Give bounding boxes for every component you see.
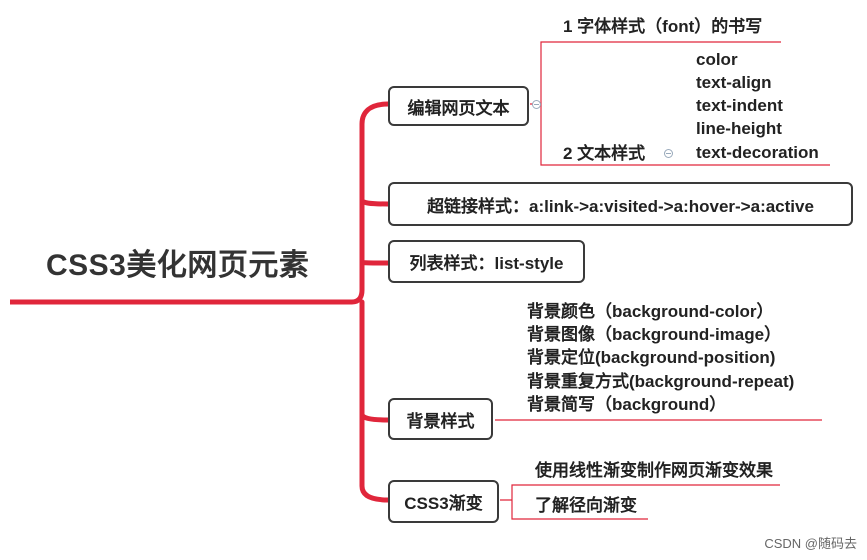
leaf-prop-text-align[interactable]: text-align xyxy=(696,73,772,92)
node-background-style[interactable]: 背景样式 xyxy=(388,398,493,440)
collapse-toggle-icon[interactable] xyxy=(532,100,541,109)
node-css3-gradient[interactable]: CSS3渐变 xyxy=(388,480,499,523)
leaf-bg-repeat[interactable]: 背景重复方式(background-repeat) xyxy=(527,372,795,391)
leaf-bg-color[interactable]: 背景颜色（background-color） xyxy=(527,302,774,321)
leaf-prop-color[interactable]: color xyxy=(696,50,738,69)
leaf-text-style[interactable]: 2 文本样式 xyxy=(563,144,646,163)
leaf-prop-text-indent[interactable]: text-indent xyxy=(696,96,783,115)
node-edit-text[interactable]: 编辑网页文本 xyxy=(388,86,529,126)
leaf-prop-text-decoration[interactable]: text-decoration xyxy=(696,143,819,162)
spine xyxy=(349,101,391,503)
leaf-prop-line-height[interactable]: line-height xyxy=(696,119,782,138)
leaf-bg-shorthand[interactable]: 背景简写（background） xyxy=(527,395,727,414)
watermark: CSDN @随码去 xyxy=(764,536,857,551)
root-topic[interactable]: CSS3美化网页元素 xyxy=(46,249,310,282)
leaf-font-shorthand[interactable]: 1 字体样式（font）的书写 xyxy=(563,17,763,36)
leaf-bg-position[interactable]: 背景定位(background-position) xyxy=(527,348,776,367)
collapse-toggle-icon[interactable] xyxy=(664,149,673,158)
node-list-style[interactable]: 列表样式：list-style xyxy=(388,240,585,283)
leaf-bg-image[interactable]: 背景图像（background-image） xyxy=(527,325,782,344)
grad-sub-lines xyxy=(500,484,780,520)
leaf-radial-gradient[interactable]: 了解径向渐变 xyxy=(535,496,637,515)
node-link-style[interactable]: 超链接样式：a:link->a:visited->a:hover->a:acti… xyxy=(388,182,853,226)
leaf-linear-gradient[interactable]: 使用线性渐变制作网页渐变效果 xyxy=(535,461,773,480)
